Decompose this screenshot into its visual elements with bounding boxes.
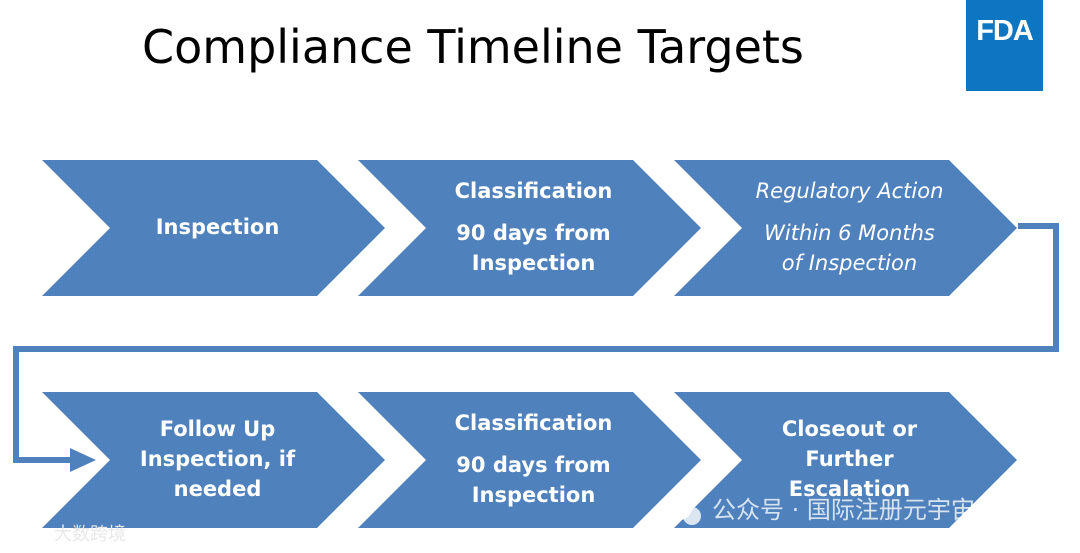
watermark-text: 公众号 · 国际注册元宇宙 <box>712 496 975 524</box>
step-label: Inspection, if <box>140 447 296 471</box>
corner-watermark: 大数跨境 <box>54 524 126 545</box>
step-label: Regulatory Action <box>756 179 944 203</box>
chevron-step-2-1 <box>42 392 385 528</box>
step-label: Classification <box>455 179 613 203</box>
chevron-step-2-2 <box>358 392 701 528</box>
step-label: of Inspection <box>782 251 917 275</box>
connector-arrowhead <box>70 448 96 472</box>
step-label: Inspection <box>472 483 596 507</box>
chevron-step-1-1 <box>42 160 385 296</box>
step-label: Further <box>805 447 894 471</box>
slide-title: Compliance Timeline Targets <box>142 20 804 74</box>
step-label: Closeout or <box>782 417 918 441</box>
step-label: Within 6 Months <box>764 221 935 245</box>
step-label: Classification <box>455 411 613 435</box>
step-label: 90 days from <box>456 221 610 245</box>
step-label: Inspection <box>156 215 280 239</box>
chevron-step-2-3 <box>674 392 1017 528</box>
watermark: 公众号 · 国际注册元宇宙 大数跨境 <box>54 496 975 545</box>
chevron-step-1-2 <box>358 160 701 296</box>
row-connector <box>13 223 1059 463</box>
step-label: Escalation <box>789 477 910 501</box>
step-label: 90 days from <box>456 453 610 477</box>
step-label: Inspection <box>472 251 596 275</box>
fda-logo: FDA <box>966 0 1043 91</box>
step-label: Follow Up <box>160 417 276 441</box>
chevron-step-1-3 <box>674 160 1017 296</box>
step-label: needed <box>174 477 262 501</box>
